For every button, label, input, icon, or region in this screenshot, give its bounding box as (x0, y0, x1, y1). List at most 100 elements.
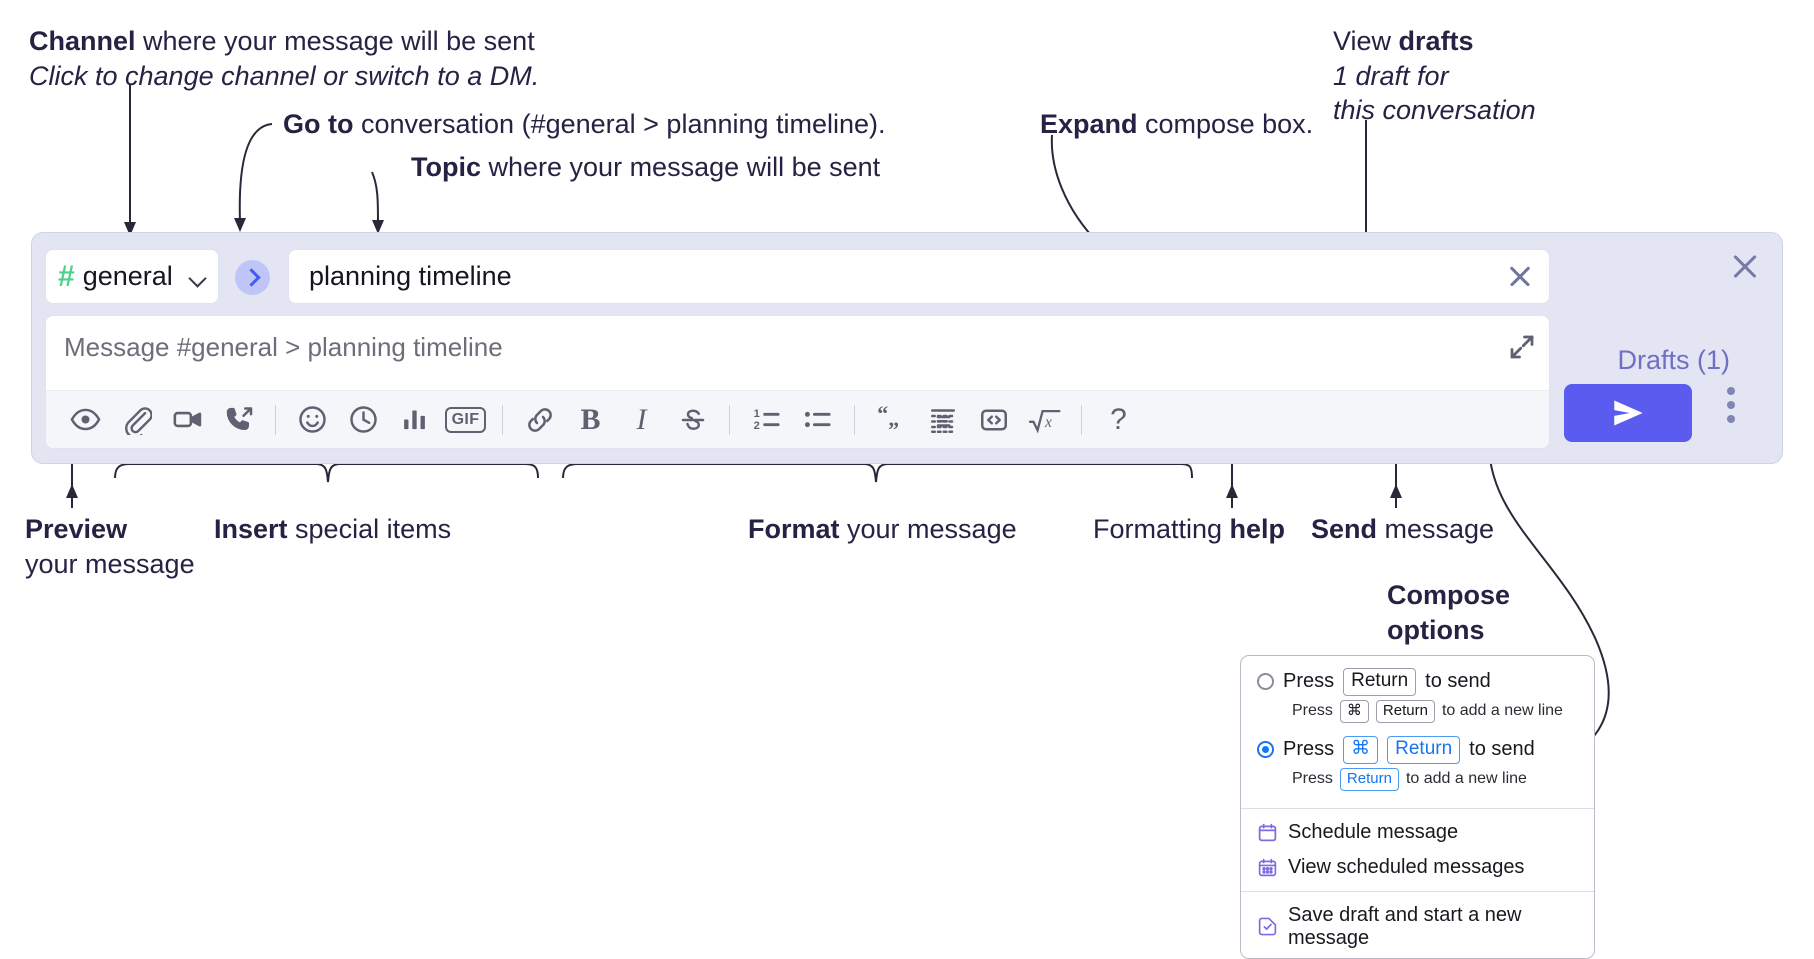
annotation-expand-rest: compose box. (1137, 109, 1314, 139)
radio-cmd-return[interactable] (1257, 741, 1274, 759)
strikethrough-icon[interactable] (667, 398, 718, 442)
link-icon[interactable] (514, 398, 565, 442)
gif-label: GIF (444, 406, 487, 433)
annotation-compose-options-l1: Compose (1387, 580, 1511, 610)
annotation-drafts-pre: View (1333, 26, 1399, 56)
svg-text:2: 2 (754, 420, 760, 432)
annotation-goto-bold: Go to (283, 109, 354, 139)
annotation-insert: Insert special items (214, 512, 451, 547)
compose-options-menu: Press Return to send Press ⌘ Return to a… (1240, 655, 1595, 959)
annotation-expand: Expand compose box. (1040, 107, 1313, 142)
option1-key-return: Return (1343, 668, 1417, 696)
preview-icon[interactable] (60, 398, 111, 442)
annotation-format: Format your message (748, 512, 1017, 547)
close-icon[interactable] (1729, 251, 1761, 283)
menu-item-schedule-message[interactable]: Schedule message (1241, 815, 1594, 850)
goto-conversation-button[interactable] (235, 260, 270, 295)
send-option-return[interactable]: Press Return to send Press ⌘ Return to a… (1241, 666, 1594, 734)
message-placeholder: Message #general > planning timeline (64, 332, 503, 362)
calendar-clock-icon (1257, 822, 1278, 843)
option2-tail: to send (1469, 738, 1535, 761)
annotation-goto-rest: conversation (#general > planning timeli… (353, 109, 886, 139)
annotation-help-bold: help (1229, 514, 1286, 544)
annotation-channel-rest: where your message will be sent (135, 26, 535, 56)
radio-return[interactable] (1257, 673, 1274, 691)
topic-input[interactable]: planning timeline (288, 249, 1550, 304)
quote-icon[interactable]: “„ (866, 398, 917, 442)
annotation-compose-options-l2: options (1387, 614, 1485, 645)
expand-compose-icon[interactable] (1507, 332, 1537, 362)
message-input-area[interactable]: Message #general > planning timeline (45, 315, 1550, 449)
topic-value: planning timeline (309, 261, 512, 291)
bullet-list-icon[interactable] (792, 398, 843, 442)
annotation-format-bold: Format (748, 514, 840, 544)
menu-item-label: View scheduled messages (1288, 855, 1525, 878)
calendar-grid-icon (1257, 857, 1278, 878)
poll-icon[interactable] (389, 398, 440, 442)
annotation-help: Formatting help (1093, 512, 1285, 547)
annotation-send: Send message (1311, 512, 1494, 547)
option1-sub-press: Press (1292, 702, 1333, 720)
menu-item-label: Schedule message (1288, 820, 1459, 843)
drafts-link[interactable]: Drafts (1) (1617, 345, 1730, 375)
annotation-topic-rest: where your message will be sent (481, 152, 881, 182)
hash-icon: # (58, 259, 75, 293)
svg-text:x: x (1044, 414, 1052, 431)
svg-text:1: 1 (754, 408, 760, 420)
option2-key-return: Return (1387, 735, 1461, 764)
option1-sub-key-cmd: ⌘ (1339, 699, 1369, 723)
svg-text:„: „ (888, 406, 899, 431)
video-icon[interactable] (162, 398, 213, 442)
menu-item-save-draft[interactable]: Save draft and start a new message (1241, 898, 1594, 956)
option2-press: Press (1283, 738, 1335, 761)
send-option-cmd-return[interactable]: Press ⌘ Return to send Press Return to a… (1241, 734, 1594, 802)
annotation-channel-bold: Channel (29, 26, 136, 56)
annotation-drafts-sub2: this conversation (1333, 95, 1536, 126)
option1-sub-tail: to add a new line (1441, 702, 1563, 720)
clear-topic-icon[interactable] (1505, 262, 1535, 292)
annotation-format-rest: your message (839, 514, 1017, 544)
divider-4 (854, 404, 855, 435)
option1-press: Press (1283, 670, 1335, 693)
annotation-drafts: View drafts 1 draft for this conversatio… (1333, 24, 1536, 128)
send-button[interactable] (1564, 384, 1692, 442)
call-forward-icon[interactable] (213, 398, 264, 442)
annotation-channel-sub: Click to change channel or switch to a D… (29, 60, 540, 91)
annotation-expand-bold: Expand (1040, 109, 1138, 139)
clock-icon[interactable] (338, 398, 389, 442)
help-icon[interactable]: ? (1110, 402, 1127, 436)
option2-sub-press: Press (1292, 770, 1333, 788)
option2-key-cmd: ⌘ (1343, 735, 1379, 764)
annotation-goto: Go to conversation (#general > planning … (283, 107, 886, 142)
menu-item-view-scheduled[interactable]: View scheduled messages (1241, 850, 1594, 885)
divider-5 (1081, 404, 1082, 435)
menu-divider-1 (1241, 807, 1594, 809)
italic-icon[interactable]: I (636, 402, 647, 436)
annotation-topic: Topic where your message will be sent (411, 150, 880, 185)
annotation-preview-sub: your message (25, 548, 195, 579)
annotation-drafts-bold: drafts (1398, 26, 1474, 56)
menu-divider-2 (1241, 890, 1594, 892)
channel-selector[interactable]: # general (45, 249, 219, 304)
attachment-icon[interactable] (111, 398, 162, 442)
chevron-down-icon (191, 272, 206, 281)
chevron-right-icon (241, 268, 261, 287)
save-draft-icon (1257, 916, 1278, 937)
bold-icon[interactable]: B (580, 402, 601, 436)
channel-name-label: general (82, 261, 173, 291)
annotation-send-bold: Send (1311, 514, 1378, 544)
compose-options-button[interactable] (1727, 387, 1735, 429)
annotation-help-pre: Formatting (1093, 514, 1230, 544)
code-icon[interactable] (968, 398, 1019, 442)
math-icon[interactable]: x (1019, 398, 1070, 442)
annotation-preview: Preview your message (25, 512, 195, 581)
svg-text:“: “ (877, 404, 888, 426)
code-block-icon[interactable] (917, 398, 968, 442)
compose-box: # general planning timeline Message #gen… (31, 232, 1783, 464)
option1-sub-key-return: Return (1375, 699, 1435, 723)
annotation-channel: Channel where your message will be sent … (29, 24, 539, 93)
emoji-icon[interactable] (287, 398, 338, 442)
gif-icon[interactable]: GIF (440, 398, 491, 442)
annotation-topic-bold: Topic (411, 152, 481, 182)
